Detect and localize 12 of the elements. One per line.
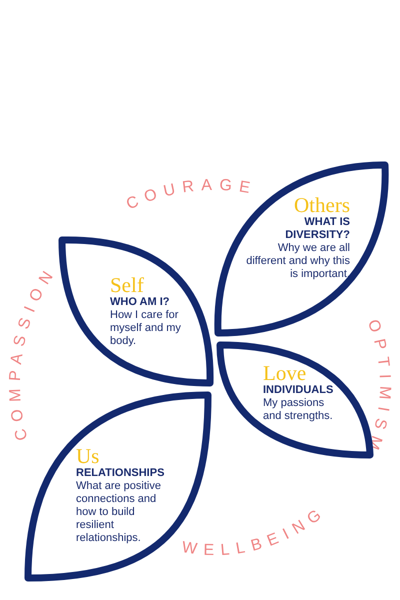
leaf-title: Love [263,361,306,385]
leaf-description: How I care for myself and my body. [110,309,181,347]
leaf-title: Others [294,193,350,217]
leaf-heading: INDIVIDUALS [263,384,334,396]
leaf-heading: WHAT IS DIVERSITY? [285,216,350,241]
leaf-description: What are positive connections and how to build resilient relationships. [76,480,161,544]
leaf-description: Why we are all different and why this is important. [246,242,350,280]
leaf-heading: RELATIONSHIPS [76,467,164,479]
leaf-title: Us [76,444,100,468]
leaf-title: Self [110,273,144,297]
leaf-heading: WHO AM I? [110,296,170,308]
leaf-description: My passions and strengths. [263,397,333,422]
